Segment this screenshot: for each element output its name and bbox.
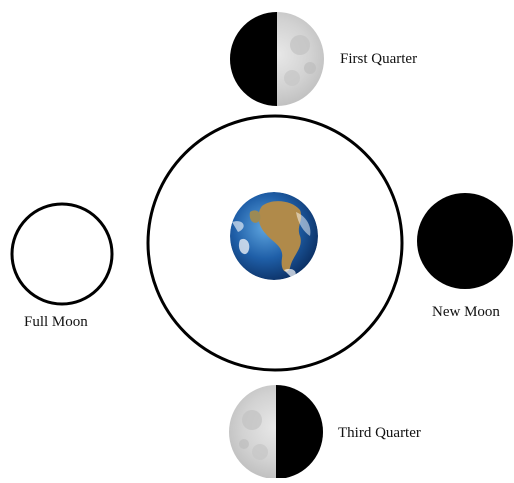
first-quarter-label: First Quarter <box>340 51 417 68</box>
new-moon <box>417 193 513 289</box>
first-quarter-moon <box>230 12 324 106</box>
new-moon-label: New Moon <box>432 304 500 321</box>
third-quarter-moon <box>229 385 323 478</box>
full-moon <box>12 204 112 304</box>
full-moon-label: Full Moon <box>24 314 88 331</box>
third-quarter-label: Third Quarter <box>338 425 421 442</box>
earth-icon <box>230 192 318 280</box>
